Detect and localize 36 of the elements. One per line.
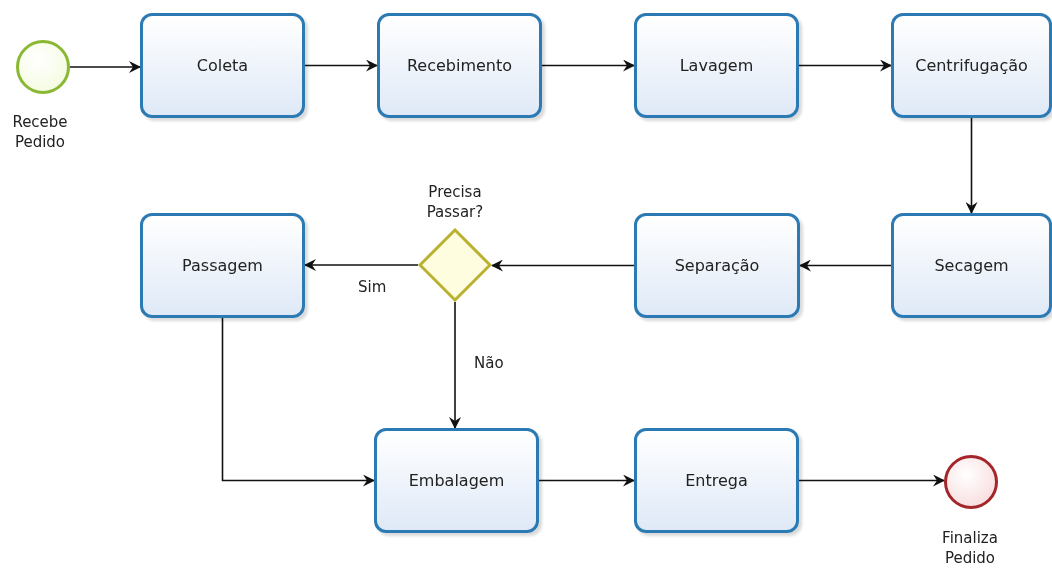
arrow: [491, 259, 635, 272]
start-event-circle: [16, 40, 70, 94]
arrow: [538, 474, 635, 487]
process-label: Separação: [674, 256, 760, 275]
process-box: [634, 428, 799, 533]
process-label: Recebimento: [406, 56, 513, 75]
process-label: Centrifugação: [915, 56, 1028, 75]
arrow: [799, 259, 892, 272]
process-label: Coleta: [196, 56, 249, 75]
arrow: [449, 301, 461, 429]
process-box: [374, 428, 539, 533]
process-label: Entrega: [685, 471, 748, 490]
process-label: Secagem: [934, 256, 1009, 275]
arrow: [965, 117, 978, 214]
event-caption: Finaliza Pedido: [941, 528, 999, 569]
arrow: [304, 259, 419, 271]
process-box: [140, 13, 305, 118]
process-box: [140, 213, 305, 318]
process-label: Embalagem: [408, 471, 505, 490]
event-caption: Precisa Passar?: [425, 182, 485, 223]
process-label: Lavagem: [679, 56, 754, 75]
process-box: [891, 13, 1052, 118]
process-box: [377, 13, 542, 118]
arrow: [798, 474, 945, 487]
arrow: [541, 59, 635, 72]
process-box: [634, 213, 800, 318]
end-event-circle: [944, 455, 998, 509]
arrow: [798, 59, 892, 72]
decision-diamond: [418, 228, 492, 302]
arrow: [221, 317, 375, 487]
arrow: [304, 59, 378, 72]
process-label: Passagem: [182, 256, 263, 275]
process-box: [634, 13, 799, 118]
arrow: [69, 61, 141, 73]
event-caption: Recebe Pedido: [11, 112, 69, 153]
process-box: [891, 213, 1052, 318]
